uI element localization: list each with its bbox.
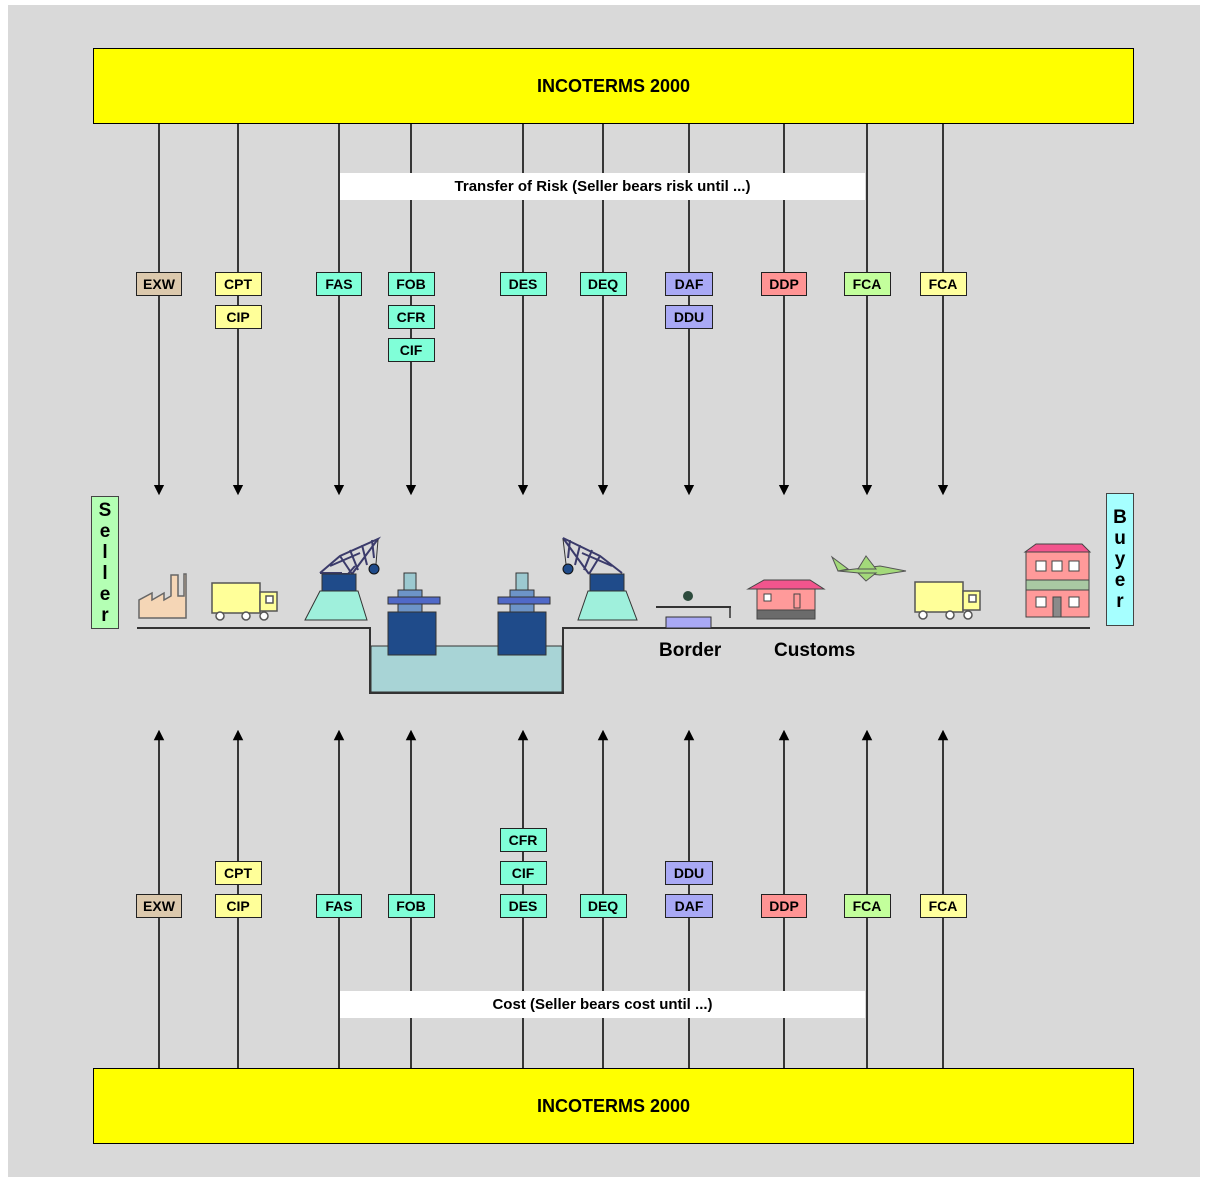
cost-arrows bbox=[159, 735, 943, 1068]
risk-caption: Transfer of Risk (Seller bears risk unti… bbox=[340, 173, 865, 200]
truck-icon bbox=[212, 583, 277, 620]
cost-term-deq: DEQ bbox=[580, 894, 627, 918]
crane-icon bbox=[563, 538, 637, 620]
bottom-banner: INCOTERMS 2000 bbox=[93, 1068, 1134, 1144]
cost-term-cip: CIP bbox=[215, 894, 262, 918]
truck-icon bbox=[915, 582, 980, 619]
risk-term-daf: DAF bbox=[665, 272, 713, 296]
ground-line bbox=[137, 628, 1090, 693]
risk-term-ddp: DDP bbox=[761, 272, 807, 296]
risk-term-des: DES bbox=[500, 272, 547, 296]
border-label: Border bbox=[659, 640, 721, 662]
seller-letter: l bbox=[102, 542, 107, 563]
seller-letter: e bbox=[100, 521, 111, 542]
cost-term-cpt: CPT bbox=[215, 861, 262, 885]
building-icon bbox=[1025, 544, 1090, 617]
ship-icon bbox=[498, 573, 550, 655]
cost-term-cif: CIF bbox=[500, 861, 547, 885]
risk-term-fca: FCA bbox=[844, 272, 891, 296]
customs-house-icon bbox=[748, 580, 824, 619]
cost-term-ddu: DDU bbox=[665, 861, 713, 885]
buyer-letter: u bbox=[1114, 528, 1126, 549]
seller-letter: l bbox=[102, 563, 107, 584]
risk-term-fca: FCA bbox=[920, 272, 967, 296]
risk-term-fob: FOB bbox=[388, 272, 435, 296]
risk-term-fas: FAS bbox=[316, 272, 362, 296]
crane-icon bbox=[305, 539, 379, 620]
cost-term-fca: FCA bbox=[920, 894, 967, 918]
cost-term-cfr: CFR bbox=[500, 828, 547, 852]
buyer-letter: e bbox=[1115, 570, 1126, 591]
risk-term-cfr: CFR bbox=[388, 305, 435, 329]
border-barrier-icon bbox=[656, 591, 731, 628]
risk-term-exw: EXW bbox=[136, 272, 182, 296]
top-banner: INCOTERMS 2000 bbox=[93, 48, 1134, 124]
risk-term-ddu: DDU bbox=[665, 305, 713, 329]
seller-letter: e bbox=[100, 584, 111, 605]
ship-icon bbox=[388, 573, 440, 655]
cost-term-daf: DAF bbox=[665, 894, 713, 918]
risk-term-deq: DEQ bbox=[580, 272, 627, 296]
risk-term-cif: CIF bbox=[388, 338, 435, 362]
cost-term-fob: FOB bbox=[388, 894, 435, 918]
cost-term-ddp: DDP bbox=[761, 894, 807, 918]
cost-term-fca: FCA bbox=[844, 894, 891, 918]
risk-term-cip: CIP bbox=[215, 305, 262, 329]
cost-term-des: DES bbox=[500, 894, 547, 918]
risk-term-cpt: CPT bbox=[215, 272, 262, 296]
buyer-letter: B bbox=[1113, 507, 1127, 528]
buyer-letter: r bbox=[1116, 591, 1123, 612]
customs-label: Customs bbox=[774, 640, 855, 662]
airplane-icon bbox=[832, 556, 906, 581]
cost-term-fas: FAS bbox=[316, 894, 362, 918]
cost-caption: Cost (Seller bears cost until ...) bbox=[340, 991, 865, 1018]
seller-letter: S bbox=[99, 500, 112, 521]
factory-icon bbox=[139, 574, 186, 618]
cost-term-exw: EXW bbox=[136, 894, 182, 918]
seller-letter: r bbox=[101, 605, 108, 626]
buyer-letter: y bbox=[1115, 549, 1126, 570]
